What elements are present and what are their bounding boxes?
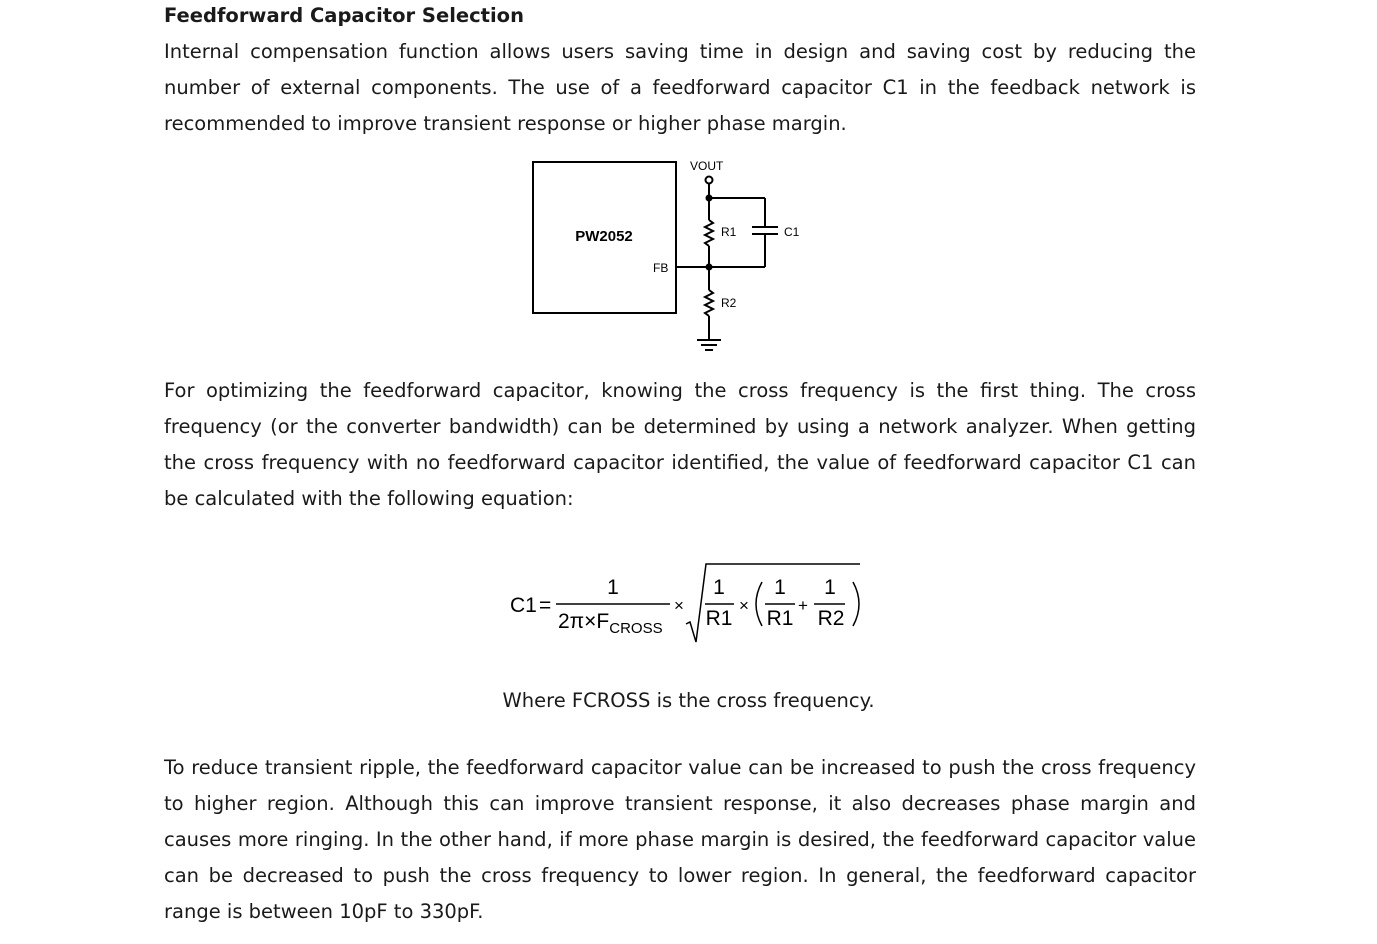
eq-inner-den-3: R2 — [818, 607, 845, 630]
c1-label: C1 — [784, 225, 800, 239]
eq-plus: + — [798, 596, 808, 615]
vout-label: VOUT — [690, 159, 724, 173]
eq-equals: = — [539, 594, 551, 617]
feedback-network-schematic: PW2052 FB VOUT R1 C1 R2 — [520, 150, 820, 365]
eq-sqrt-sign — [685, 563, 860, 643]
eq-left-paren — [755, 581, 763, 627]
eq-times-2: × — [739, 596, 749, 615]
chip-label: PW2052 — [575, 228, 633, 245]
eq-inner-num-1: 1 — [713, 576, 725, 599]
r1-label: R1 — [721, 225, 737, 239]
section-heading: Feedforward Capacitor Selection — [164, 4, 524, 27]
vout-terminal — [704, 175, 714, 185]
eq-times-1: × — [674, 596, 684, 615]
r1-resistor — [702, 219, 716, 247]
paragraph-intro: Internal compensation function allows us… — [164, 40, 1196, 135]
eq-numerator-1: 1 — [607, 576, 619, 599]
paragraph-transient-ripple: To reduce transient ripple, the feedforw… — [164, 756, 1196, 923]
eq-inner-num-2: 1 — [774, 576, 786, 599]
eq-inner-den-2: R1 — [767, 607, 794, 630]
eq-inner-den-1: R1 — [706, 607, 733, 630]
eq-right-paren — [852, 581, 860, 627]
equation-caption: Where FCROSS is the cross frequency. — [502, 689, 875, 712]
chip-box — [532, 161, 677, 314]
r2-label: R2 — [721, 296, 737, 310]
r2-resistor — [702, 289, 716, 317]
eq-inner-num-3: 1 — [824, 576, 836, 599]
fb-pin-label: FB — [653, 261, 668, 275]
c1-equation: C1 = 1 2π×FCROSS × 1 R1 × 1 R1 + 1 R2 — [500, 552, 880, 652]
eq-denominator-1: 2π×FCROSS — [558, 610, 663, 637]
eq-lhs: C1 — [510, 594, 537, 617]
paragraph-optimizing: For optimizing the feedforward capacitor… — [164, 379, 1196, 510]
